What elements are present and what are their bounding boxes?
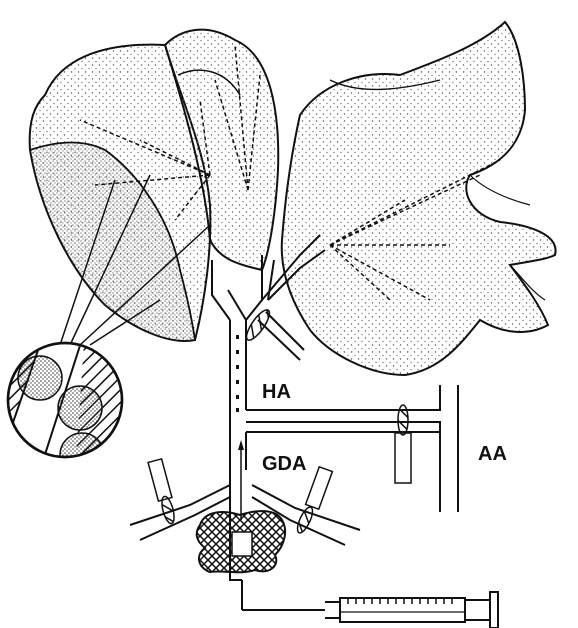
label-aa: AA [478,443,507,465]
crosshatched-block-icon [197,511,285,572]
syringe-icon [242,580,498,628]
flow-marks [236,335,239,412]
label-gda: GDA [262,453,306,475]
right-liver-lobe-icon [282,22,556,375]
label-ha: HA [262,381,291,403]
catheter-icon [238,440,244,520]
